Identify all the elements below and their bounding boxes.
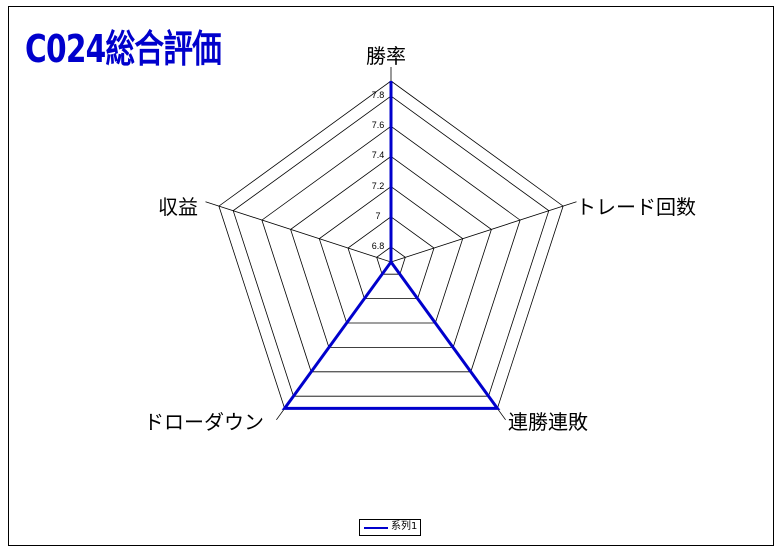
radar-series <box>281 81 501 410</box>
series-line-0 <box>281 81 501 410</box>
grid-ring-5 <box>232 95 550 397</box>
tick-label: 7 <box>375 210 381 221</box>
chart-title: C024総合評価 <box>25 27 222 71</box>
axis-label-win-rate: 勝率 <box>366 44 406 68</box>
grid-ring-0 <box>376 246 406 275</box>
grid-ring-4 <box>261 125 521 373</box>
axis-spoke-4 <box>205 201 392 263</box>
axis-label-profit: 収益 <box>158 195 198 219</box>
tick-label: 7.4 <box>371 150 385 161</box>
legend-series-name: 系列1 <box>391 521 418 532</box>
axis-label-trade-count: トレード回数 <box>576 195 696 219</box>
tick-label: 7.8 <box>371 90 385 101</box>
tick-label: 6.8 <box>371 240 385 251</box>
axis-label-win-loss-streak: 連勝連敗 <box>508 410 588 434</box>
legend-swatch <box>364 527 388 529</box>
tick-label: 7.6 <box>371 120 385 131</box>
axis-spoke-1 <box>390 201 577 263</box>
grid-ring-3 <box>290 155 492 348</box>
grid-ring-2 <box>318 186 464 324</box>
tick-label: 7.2 <box>371 180 385 191</box>
axis-label-drawdown: ドローダウン <box>144 410 264 434</box>
legend: 系列1 <box>359 519 421 536</box>
grid-ring-1 <box>347 216 435 300</box>
